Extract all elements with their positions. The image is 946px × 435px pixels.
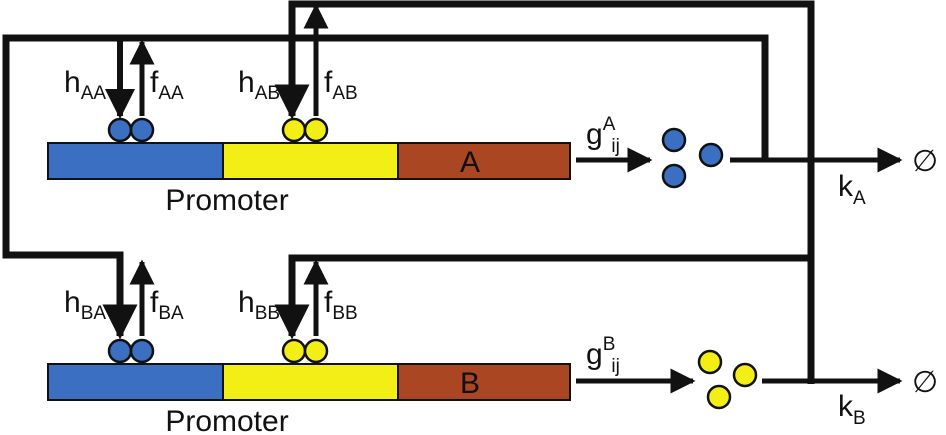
bound-a-dimer-left [107, 117, 133, 143]
empty-set-a: ∅ [912, 145, 938, 178]
label-f-ab: fAB [324, 66, 358, 104]
promoter-b-blue-site [47, 363, 224, 401]
gene-b-coding [397, 363, 571, 401]
gene-a-coding [397, 142, 571, 180]
feedback-wire-b [274, 0, 815, 384]
protein-a-2 [661, 163, 687, 189]
bound-a-dimer-b-left [107, 338, 133, 364]
protein-b-1 [697, 349, 723, 375]
label-f-bb: fBB [324, 286, 358, 324]
label-h-ba: hBA [64, 286, 106, 324]
protein-b-2 [732, 362, 758, 388]
bound-b-dimer-right [303, 117, 329, 143]
feedback-wire-a [2, 34, 769, 340]
promoter-a-blue-site [47, 142, 224, 180]
label-h-bb: hBB [238, 286, 280, 324]
label-k-a: kA [838, 170, 866, 209]
bound-a-dimer-right [129, 117, 155, 143]
label-f-aa: fAA [150, 66, 184, 104]
gene-a-label: A [460, 146, 480, 179]
label-h-ab: hAB [238, 66, 280, 104]
label-h-aa: hAA [64, 66, 106, 104]
protein-b-3 [706, 384, 732, 410]
promoter-b-label: Promoter [165, 405, 288, 435]
gene-b-label: B [460, 367, 480, 400]
bound-b-dimer-b-right [303, 338, 329, 364]
empty-set-b: ∅ [912, 366, 938, 399]
promoter-b-yellow-site [222, 363, 399, 401]
label-k-b: kB [838, 390, 866, 429]
bound-a-dimer-b-right [129, 338, 155, 364]
bound-b-dimer-b-left [281, 338, 307, 364]
protein-a-1 [661, 127, 687, 153]
label-f-ba: fBA [150, 286, 184, 324]
promoter-a-label: Promoter [165, 184, 288, 217]
branch-b-to-hbb [274, 254, 811, 340]
bound-b-dimer-left [281, 117, 307, 143]
protein-a-3 [698, 142, 724, 168]
promoter-a-yellow-site [222, 142, 399, 180]
